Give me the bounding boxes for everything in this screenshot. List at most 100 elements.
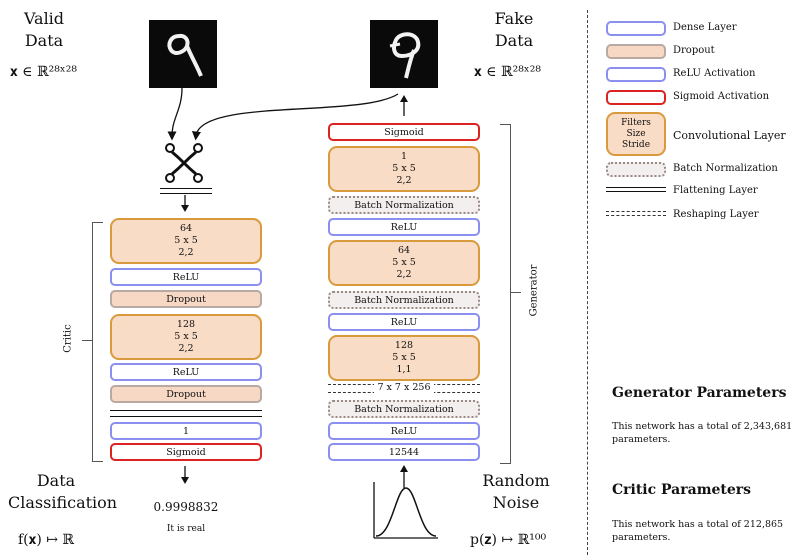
gen-relu-3: ReLU [328,422,480,440]
layer-label: 1 [182,425,190,437]
gen-conv-3: 128 5 x 5 1,1 [328,335,480,381]
legend-conv-inner: Filters [621,117,651,128]
critic-input-arrows [167,88,399,141]
layer-label: Sigmoid [166,446,206,458]
critic-dropout-2: Dropout [110,385,262,403]
merge-flatten-line [160,188,212,194]
critic-output-note: It is real [166,524,206,534]
gen-reshape-layer: 7 x 7 x 256 [328,382,480,394]
layer-label: 12544 [388,446,420,458]
critic-output-value: 0.9998832 [153,500,219,514]
divider [587,10,588,555]
legend-conv-inner: Size [626,128,646,139]
critic-relu-1: ReLU [110,268,262,286]
conv-filters: 128 [176,319,196,330]
critic-sigmoid: Sigmoid [110,443,262,461]
critic-params-title: Critic Parameters [612,482,752,498]
layer-label: ReLU [390,425,418,437]
conv-size: 5 x 5 [392,257,416,268]
critic-conv-1: 64 5 x 5 2,2 [110,218,262,264]
layer-label: Dropout [166,293,206,305]
fake-data-title: Fake Data [494,9,534,50]
critic-bracket [92,222,103,462]
conv-size: 5 x 5 [392,163,416,174]
generator-params-title: Generator Parameters [612,385,787,401]
gen-dense-input: 12544 [328,443,480,461]
layer-label: ReLU [390,221,418,233]
legend-bn-swatch [606,162,666,177]
generator-bracket-tick [511,292,521,293]
critic-conv-2: 128 5 x 5 2,2 [110,314,262,360]
conv-stride: 2,2 [396,269,412,280]
legend-dense-swatch [606,21,666,36]
legend-conv-inner: Stride [621,139,651,150]
critic-bracket-tick [82,340,92,341]
legend-dropout-label: Dropout [673,45,715,56]
legend-sigmoid-label: Sigmoid Activation [673,91,770,102]
gaussian-noise-icon [373,482,438,539]
gen-relu-2: ReLU [328,313,480,331]
legend-sigmoid-swatch [606,90,666,105]
generator-side-label: Generator [528,264,540,317]
layer-label: Batch Normalization [354,294,454,306]
valid-data-title: Valid Data [23,9,65,50]
gen-relu-1: ReLU [328,218,480,236]
legend-bn-label: Batch Normalization [673,163,778,174]
conv-size: 5 x 5 [392,352,416,363]
legend-relu-swatch [606,67,666,82]
random-noise-title: Random Noise [482,471,550,512]
gen-batchnorm-2: Batch Normalization [328,291,480,309]
fake-digit-image [370,20,438,88]
layer-label: ReLU [172,271,200,283]
valid-data-space: 𝐱 ∈ ℝ²⁸ˣ²⁸ [10,64,77,80]
reshape-label: 7 x 7 x 256 [374,382,434,393]
layer-label: ReLU [390,316,418,328]
layer-label: Dropout [166,388,206,400]
legend-flatten-swatch [606,187,666,192]
conv-stride: 1,1 [396,364,412,375]
arrow-down-icon [181,195,189,212]
gen-conv-1: 1 5 x 5 2,2 [328,146,480,192]
layer-label: Batch Normalization [354,403,454,415]
data-classification-title: Data Classification [8,471,118,512]
critic-dropout-1: Dropout [110,290,262,308]
conv-stride: 2,2 [178,247,194,258]
arrow-up-icon [400,465,408,488]
gen-sigmoid: Sigmoid [328,123,480,141]
legend-reshape-label: Reshaping Layer [673,209,759,220]
arrow-up-icon [400,95,408,116]
legend-conv-label: Convolutional Layer [673,129,786,142]
layer-label: Sigmoid [384,126,424,138]
generator-input-map: p(𝐳) ↦ ℝ¹⁰⁰ [470,532,547,548]
conv-stride: 2,2 [178,343,194,354]
fake-data-space: 𝐱 ∈ ℝ²⁸ˣ²⁸ [474,64,541,80]
critic-flatten-layer [110,410,262,417]
critic-side-label: Critic [62,324,74,353]
merge-icon [165,143,203,183]
legend-dropout-swatch [606,44,666,59]
conv-size: 5 x 5 [174,331,198,342]
layer-label: ReLU [172,366,200,378]
critic-params-text: This network has a total of 212,865 para… [612,519,784,543]
legend-relu-label: ReLU Activation [673,68,756,79]
critic-dense-1: 1 [110,422,262,440]
generator-params-text: This network has a total of 2,343,681 pa… [612,421,793,445]
critic-relu-2: ReLU [110,363,262,381]
valid-digit-image [149,20,217,88]
legend-dense-label: Dense Layer [673,22,737,33]
generator-bracket [500,124,511,464]
gen-conv-2: 64 5 x 5 2,2 [328,240,480,286]
conv-stride: 2,2 [396,175,412,186]
conv-filters: 64 [397,245,411,256]
critic-output-map: f(𝐱) ↦ ℝ [18,532,75,548]
conv-filters: 1 [400,151,408,162]
legend-flatten-label: Flattening Layer [673,185,758,196]
conv-filters: 64 [179,223,193,234]
gen-batchnorm-3: Batch Normalization [328,400,480,418]
conv-filters: 128 [394,340,414,351]
conv-size: 5 x 5 [174,235,198,246]
arrow-down-icon [181,466,189,484]
legend-reshape-swatch [606,211,666,216]
legend-conv-swatch: Filters Size Stride [606,112,666,156]
layer-label: Batch Normalization [354,199,454,211]
